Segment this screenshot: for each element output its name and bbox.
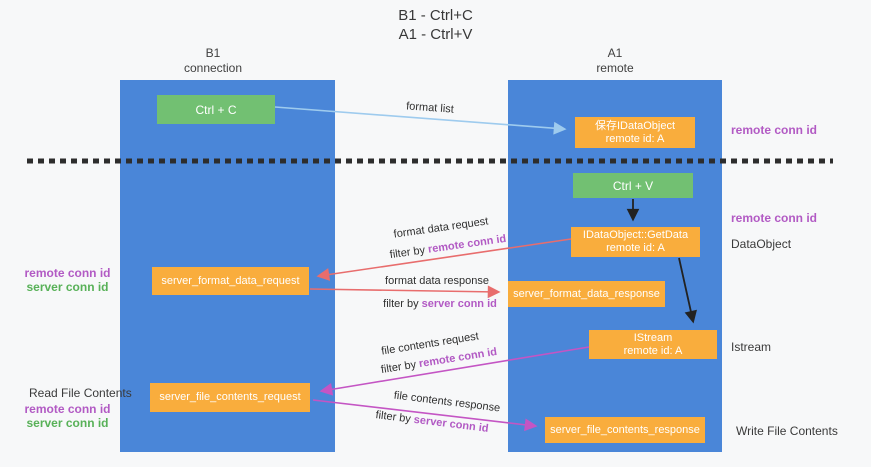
getdata-line2: remote id: A xyxy=(606,242,665,254)
getdata-line1: IDataObject::GetData xyxy=(582,229,689,241)
filter-server-conn-id: server conn id xyxy=(413,413,490,435)
istream-side-label: Istream xyxy=(731,340,772,354)
left-file-remote-conn-id: remote conn id xyxy=(24,402,111,416)
left-format-conn-id-block: remote conn id server conn id xyxy=(20,266,115,294)
server-file-contents-request-box: server_file_contents_request xyxy=(150,383,310,412)
right-column-name: A1 xyxy=(607,46,623,60)
ctrl-v-box: Ctrl + V xyxy=(573,173,693,198)
file-contents-response-label: file contents response xyxy=(393,389,501,415)
filter-by-text: filter by xyxy=(374,409,415,426)
format-request-label: server_format_data_request xyxy=(161,274,300,287)
save-dataobject-line1: 保存IDataObject xyxy=(594,119,676,132)
filter-server-conn-id: server conn id xyxy=(421,298,497,310)
dataobject-label: DataObject xyxy=(731,237,792,251)
file-response-filter-label: filter by server conn id xyxy=(375,409,489,435)
ctrl-c-label: Ctrl + C xyxy=(195,102,237,117)
server-format-data-response-box: server_format_data_response xyxy=(508,281,665,307)
left-column-name: B1 xyxy=(205,46,221,60)
save-dataobject-line2: remote id: A xyxy=(605,132,665,145)
left-file-server-conn-id: server conn id xyxy=(26,416,109,430)
istream-line2: remote id: A xyxy=(623,344,683,357)
format-data-response-arrow xyxy=(309,285,501,299)
write-file-contents-label: Write File Contents xyxy=(736,424,838,438)
istream-box: IStream remote id: A xyxy=(589,330,717,359)
read-file-contents-label: Read File Contents xyxy=(29,386,132,400)
file-request-label: server_file_contents_request xyxy=(159,391,301,403)
filter-by-text: filter by xyxy=(389,243,429,262)
format-response-filter-label: filter by server conn id xyxy=(383,298,497,310)
save-dataobject-box: 保存IDataObject remote id: A xyxy=(575,117,695,148)
format-response-label: server_format_data_response xyxy=(513,287,660,300)
left-format-remote-conn-id: remote conn id xyxy=(24,266,111,280)
remote-conn-id-label-mid: remote conn id xyxy=(731,211,818,225)
server-file-contents-response-box: server_file_contents_response xyxy=(545,417,705,443)
idataobject-getdata-box: IDataObject::GetData remote id: A xyxy=(571,227,700,257)
filter-by-text: filter by xyxy=(383,298,422,310)
diagram-title: B1 - Ctrl+C A1 - Ctrl+V xyxy=(0,6,871,44)
filter-by-text: filter by xyxy=(380,358,421,377)
title-line-1: B1 - Ctrl+C xyxy=(398,7,473,24)
right-column-header: A1 remote xyxy=(555,46,675,76)
format-list-label: format list xyxy=(405,100,455,116)
left-format-server-conn-id: server conn id xyxy=(26,280,109,294)
server-format-data-request-box: server_format_data_request xyxy=(152,267,309,295)
ctrl-c-box: Ctrl + C xyxy=(157,95,275,124)
ctrl-v-label: Ctrl + V xyxy=(612,178,654,193)
left-column-subtitle: connection xyxy=(183,61,243,75)
left-column-header: B1 connection xyxy=(153,46,273,76)
left-file-conn-id-block: remote conn id server conn id xyxy=(20,402,115,430)
format-data-response-label: format data response xyxy=(385,275,489,287)
title-line-2: A1 - Ctrl+V xyxy=(398,26,473,43)
file-response-label: server_file_contents_response xyxy=(550,423,700,436)
right-column-subtitle: remote xyxy=(596,61,634,75)
filter-remote-conn-id: remote conn id xyxy=(427,232,507,256)
istream-line1: IStream xyxy=(633,331,673,344)
remote-conn-id-label-top: remote conn id xyxy=(731,123,818,137)
